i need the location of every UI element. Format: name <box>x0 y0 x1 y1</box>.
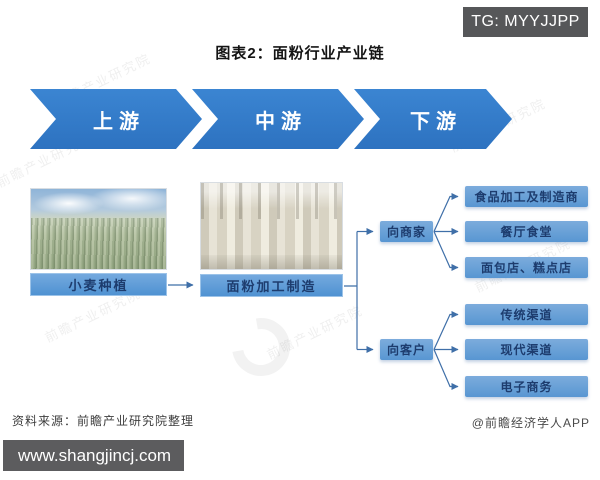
tg-contact-badge: TG: MYYJJPP <box>463 7 588 37</box>
watermark-logo-ring <box>220 306 302 388</box>
website-bar: www.shangjincj.com <box>3 440 184 471</box>
branch-to-customers: 向客户 <box>380 339 433 360</box>
stage-label: 下游 <box>410 110 462 133</box>
target-modern-channels: 现代渠道 <box>465 339 588 360</box>
wheat-field-photo <box>30 188 167 270</box>
app-credit: @前瞻经济学人APP <box>471 416 590 430</box>
stage-label: 上游 <box>93 110 145 133</box>
data-source-note: 资料来源：前瞻产业研究院整理 <box>12 414 195 428</box>
website-url: www.shangjincj.com <box>18 445 172 465</box>
flour-mill-photo <box>200 182 343 270</box>
stage-chevron-upstream: 上游 <box>30 89 202 149</box>
target-traditional-channels: 传统渠道 <box>465 304 588 325</box>
stage-chevron-midstream: 中游 <box>192 89 364 149</box>
target-food-manufacturers: 食品加工及制造商 <box>465 186 588 207</box>
stage-chevron-downstream: 下游 <box>354 89 512 149</box>
target-restaurants-canteens: 餐厅食堂 <box>465 221 588 242</box>
target-bakeries-pastry-shops: 面包店、糕点店 <box>465 257 588 278</box>
watermark-text: 前瞻产业研究院 <box>264 302 366 363</box>
upstream-node: 小麦种植 <box>30 273 167 296</box>
branch-to-merchants: 向商家 <box>380 221 433 242</box>
midstream-node: 面粉加工制造 <box>200 274 343 297</box>
chart-title: 图表2：面粉行业产业链 <box>215 45 385 62</box>
stage-label: 中游 <box>255 110 307 133</box>
target-ecommerce: 电子商务 <box>465 376 588 397</box>
